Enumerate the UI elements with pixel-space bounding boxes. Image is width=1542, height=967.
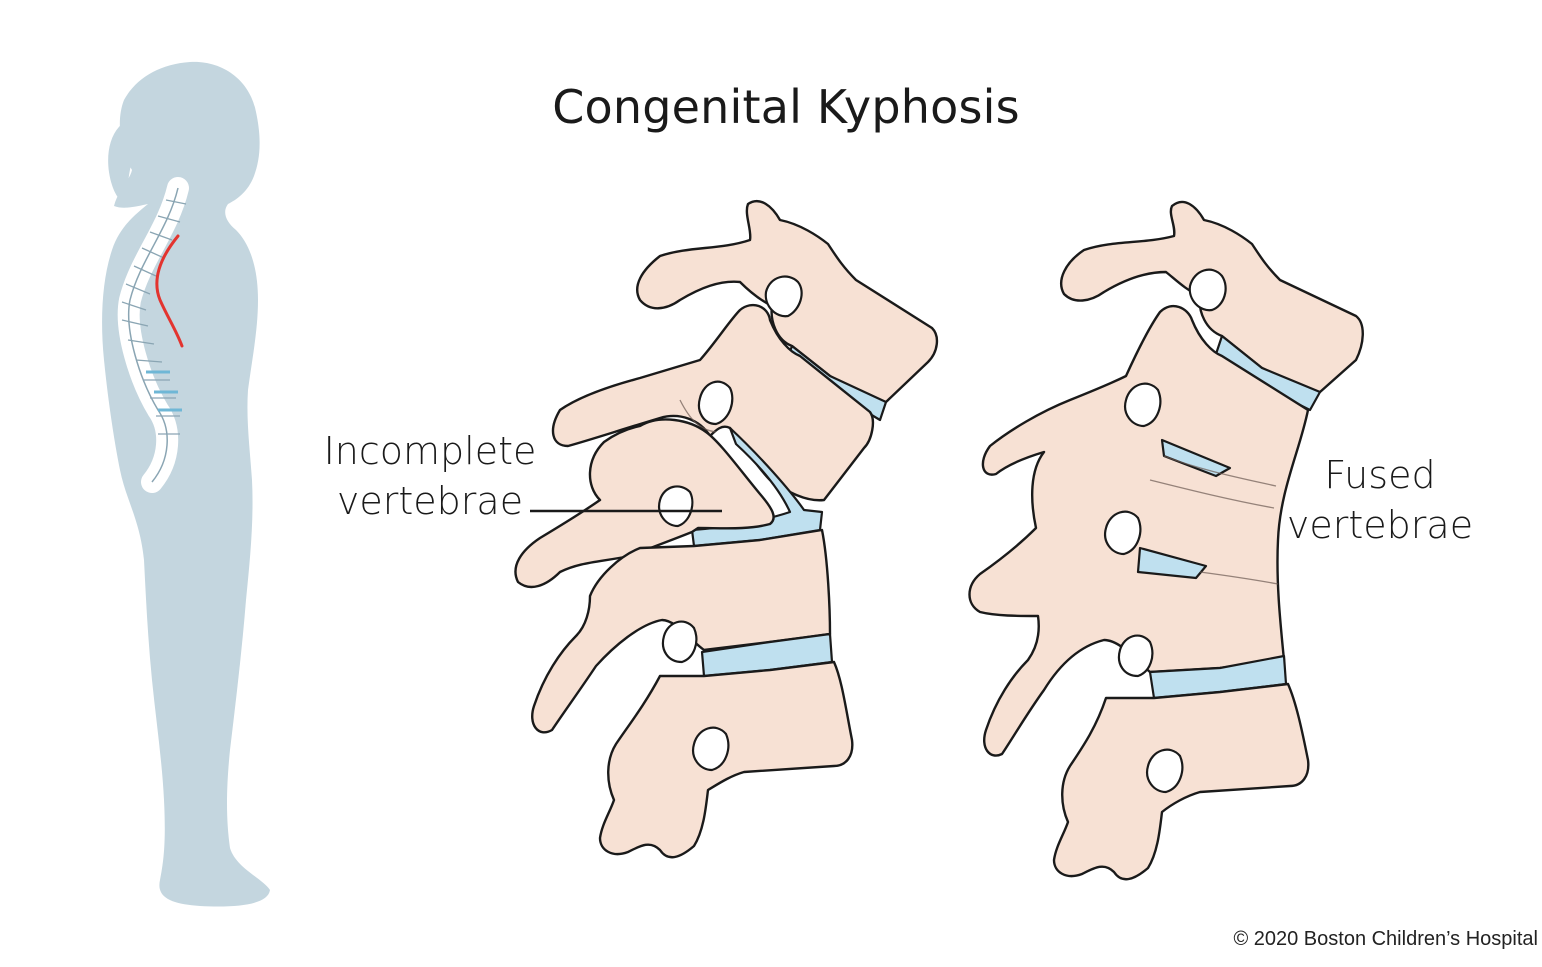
fused-vertebrae-segment — [970, 202, 1363, 879]
incomplete-vertebrae-segment — [515, 201, 936, 857]
girl-silhouette — [102, 62, 270, 907]
